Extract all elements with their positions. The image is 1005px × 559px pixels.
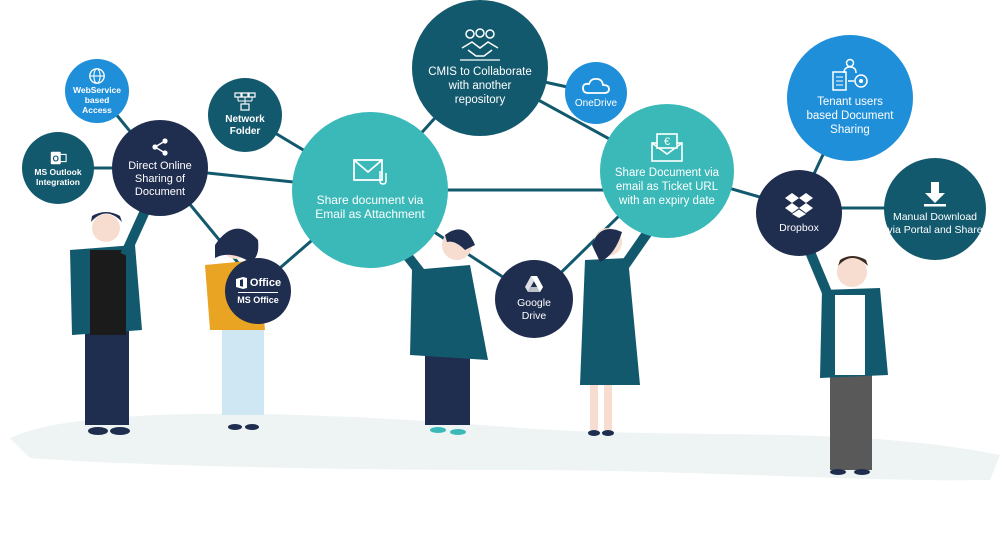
tenant-users-icon [832, 59, 868, 92]
mail-attachment-icon [353, 158, 387, 185]
node-tenant: Tenant users based Document Sharing [787, 35, 913, 161]
node-label: OneDrive [574, 97, 618, 109]
node-ticket-url: € Share Document via email as Ticket URL… [600, 104, 734, 238]
node-label: CMIS to Collaborate with another reposit… [428, 66, 532, 106]
svg-text:€: € [664, 136, 670, 148]
svg-text:O: O [53, 154, 59, 163]
node-label: WebService based Access [72, 84, 122, 116]
node-label: Network Folder [225, 114, 265, 137]
node-google-drive: Google Drive [495, 260, 573, 338]
node-share-email: Share document via Email as Attachment [292, 112, 448, 268]
globe-icon [89, 67, 105, 84]
node-label: Dropbox [779, 221, 819, 234]
node-dropbox: Dropbox [756, 170, 842, 256]
node-label: Share document via Email as Attachment [315, 192, 425, 221]
node-label: Google Drive [517, 297, 551, 322]
office-logo: Office [235, 276, 281, 290]
office-icon [235, 277, 247, 290]
node-manual-download: Manual Download via Portal and Share [884, 158, 986, 260]
node-label: Manual Download via Portal and Share [887, 211, 983, 236]
node-ms-outlook: O MS Outlook Integration [22, 132, 94, 204]
node-ms-office: Office MS Office [225, 258, 291, 324]
node-label: MS Office [237, 295, 279, 306]
network-icon [234, 92, 256, 111]
node-label: MS Outlook Integration [34, 166, 82, 187]
outlook-icon: O [50, 151, 67, 165]
download-icon [924, 182, 946, 207]
node-network-folder: Network Folder [208, 78, 282, 152]
google-drive-icon [525, 276, 543, 293]
office-logo-text: Office [249, 277, 282, 290]
handshake-icon [460, 28, 500, 61]
dropbox-icon [785, 192, 813, 218]
node-direct-online: Direct Online Sharing of Document [112, 120, 208, 216]
person-4 [580, 228, 653, 436]
cloud-icon [582, 77, 610, 94]
node-cmis: CMIS to Collaborate with another reposit… [412, 0, 548, 136]
person-5 [800, 238, 888, 475]
node-webservice: WebService based Access [65, 59, 129, 123]
node-label: Share Document via email as Ticket URL w… [614, 167, 720, 207]
person-3 [391, 229, 488, 435]
person-1 [70, 197, 155, 435]
node-onedrive: OneDrive [565, 62, 627, 124]
share-icon [152, 138, 168, 156]
node-label: Direct Online Sharing of Document [128, 159, 192, 199]
euro-mail-icon: € [651, 133, 683, 163]
ground-shadow [10, 413, 1000, 481]
node-label: Tenant users based Document Sharing [806, 96, 894, 136]
